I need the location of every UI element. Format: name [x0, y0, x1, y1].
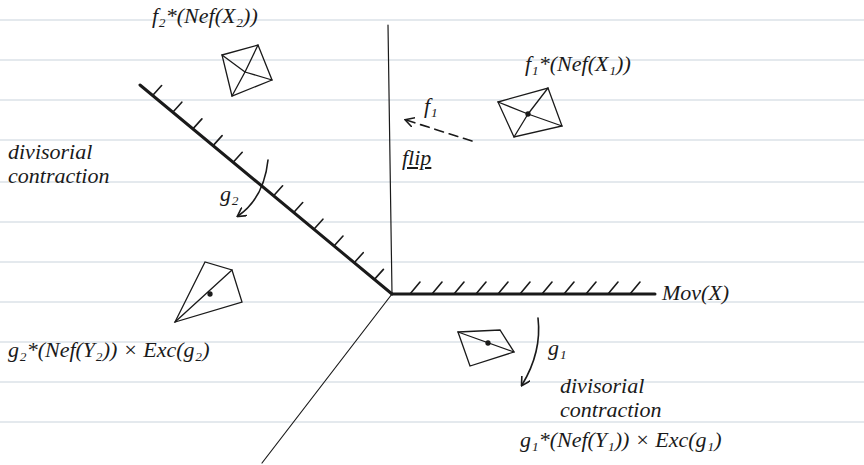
contraction-arrow — [238, 160, 268, 216]
cone-label: f₂*(Nef(X₂)) — [152, 4, 258, 28]
flip-arrow — [406, 120, 472, 141]
map-label: g₂ — [220, 182, 239, 206]
cone-label: g₂*(Nef(Y₂)) × Exc(g₂) — [8, 338, 210, 362]
cone-label: g₁*(Nef(Y₁)) × Exc(g₁) — [520, 428, 722, 452]
contraction-arrow — [522, 318, 539, 385]
ruled-lines — [0, 20, 864, 422]
hatching — [153, 86, 640, 295]
movable-cone-boundary — [140, 85, 392, 294]
note-text: divisorial contraction — [8, 140, 143, 188]
map-label: flip — [402, 146, 431, 170]
map-label: f₁ — [424, 94, 438, 118]
cone-label: f₁*(Nef(X₁)) — [525, 52, 631, 76]
note-text: divisorial contraction — [560, 374, 700, 422]
map-label: g₁ — [548, 336, 567, 360]
cone-label: Mov(X) — [662, 281, 729, 305]
polytope-sketch — [175, 45, 562, 366]
chamber-wall — [388, 25, 392, 294]
chamber-wall — [262, 294, 392, 463]
